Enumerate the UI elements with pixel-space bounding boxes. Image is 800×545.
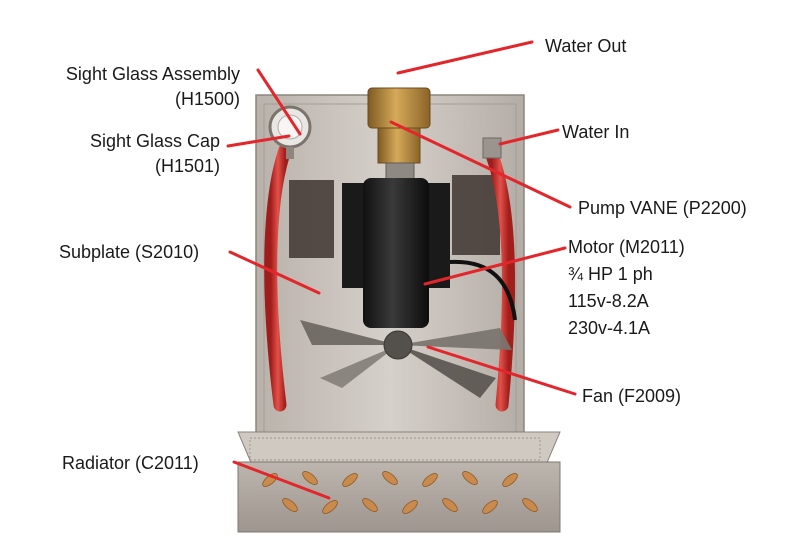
label-fan: Fan (F2009) xyxy=(582,386,682,406)
label-sight-glass-cap: Sight Glass Cap (H1501) xyxy=(90,129,220,179)
leader-water-out xyxy=(396,40,534,75)
label-motor-230v: 230v-4.1A xyxy=(568,318,651,338)
leader-fan xyxy=(426,345,577,396)
leader-water-in xyxy=(498,128,560,146)
label-water-out: Water Out xyxy=(545,36,627,56)
right-mount-panel xyxy=(452,175,500,255)
label-sight-glass-assembly: Sight Glass Assembly (H1500) xyxy=(66,62,240,112)
radiator-shape xyxy=(237,431,561,533)
label-motor-name: Motor (M2011) xyxy=(568,237,685,257)
leader-motor xyxy=(423,246,567,286)
water-in-fitting xyxy=(482,137,502,159)
label-pump-vane: Pump VANE (P2200) xyxy=(578,198,747,218)
label-sight-glass-cap-name: Sight Glass Cap xyxy=(89,131,220,151)
leader-radiator xyxy=(232,460,331,500)
leader-sight-glass-cap xyxy=(226,134,291,148)
left-mount-panel xyxy=(289,180,334,258)
label-motor-115v: 115v-8.2A xyxy=(568,291,649,311)
fan-shape xyxy=(300,320,512,398)
label-subplate: Subplate (S2010) xyxy=(59,242,200,262)
leader-sight-glass-assembly xyxy=(256,68,302,136)
leader-lines xyxy=(226,40,577,500)
radiator-tubes xyxy=(262,471,538,514)
leader-subplate xyxy=(228,250,321,295)
label-sight-glass-assembly-name: Sight Glass Assembly xyxy=(65,64,240,84)
motor-shape xyxy=(342,178,517,328)
pump-shape xyxy=(367,87,431,184)
label-motor: Motor (M2011) ¾ HP 1 ph 115v-8.2A 230v-4… xyxy=(568,234,685,342)
label-radiator: Radiator (C2011) xyxy=(62,453,199,473)
label-water-in: Water In xyxy=(562,122,630,142)
leader-pump-vane xyxy=(389,120,572,209)
label-sight-glass-assembly-code: (H1500) xyxy=(174,89,240,109)
label-sight-glass-cap-code: (H1501) xyxy=(154,156,220,176)
label-motor-hp: ¾ HP 1 ph xyxy=(568,264,653,284)
